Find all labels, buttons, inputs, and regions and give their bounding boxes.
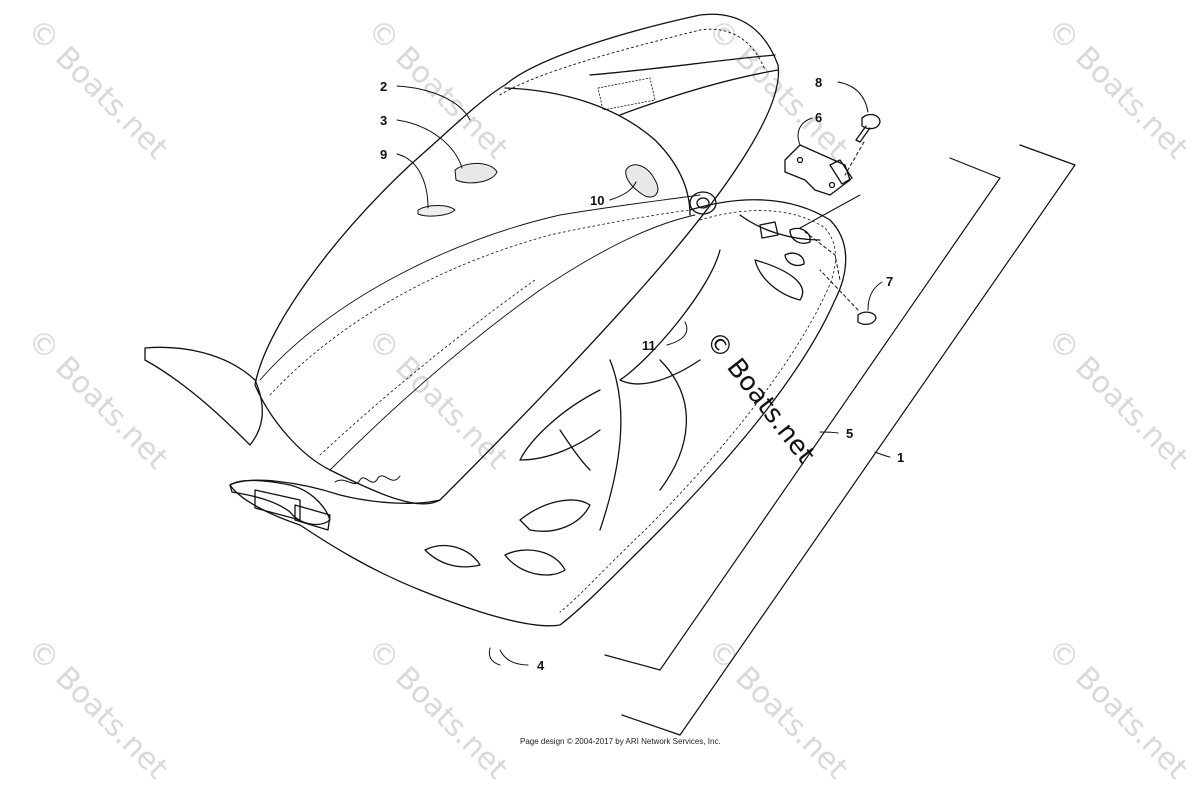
callout-11[interactable]: 11	[642, 338, 656, 353]
seat-base-cutout	[504, 549, 566, 576]
seat-panel-line	[619, 69, 779, 116]
patch-item-9	[417, 205, 456, 217]
seat-panel-line	[259, 194, 701, 381]
pan-hardware	[759, 221, 779, 239]
patch-item-10	[625, 164, 659, 198]
latch-grommet	[689, 191, 717, 215]
pan-hardware	[789, 227, 811, 244]
front-bracket-tab	[294, 504, 331, 531]
bracket-hole	[796, 156, 804, 164]
hinge-bracket-item-6	[829, 159, 853, 185]
seat-base-rim	[559, 210, 836, 613]
latch-grommet-inner	[696, 197, 710, 209]
seat-panel-line	[269, 209, 691, 396]
seat-panel-line	[319, 279, 536, 456]
foam-patch-item-3	[454, 163, 498, 184]
hinge-bracket-item-6	[784, 144, 851, 196]
seat-panel-line	[329, 214, 696, 471]
seat-decal	[597, 77, 656, 111]
seat-assembly-drawing	[144, 13, 1076, 736]
seat-panel-line	[589, 54, 776, 76]
seat-base-contour	[754, 259, 804, 301]
bolt-item-8	[861, 113, 881, 130]
callout-2[interactable]: 2	[380, 79, 388, 94]
assembly-bracket-item-1	[621, 144, 1076, 736]
seat-base-contour	[619, 249, 721, 385]
seat-base-cutout	[424, 545, 481, 568]
callout-5[interactable]: 5	[846, 426, 854, 441]
seat-cushion-outline	[254, 13, 780, 505]
seat-panel-line	[504, 87, 691, 216]
callout-6[interactable]: 6	[815, 110, 823, 125]
pan-hardware	[784, 252, 805, 267]
leader-lines	[396, 81, 891, 666]
seat-base-cutout	[519, 499, 591, 532]
callout-9[interactable]: 9	[380, 147, 388, 162]
bolt-item-8-shank	[855, 125, 871, 143]
callout-8[interactable]: 8	[815, 75, 823, 90]
callout-1[interactable]: 1	[897, 450, 905, 465]
seat-base-contour	[659, 359, 688, 491]
page-footer: Page design © 2004-2017 by ARI Network S…	[520, 737, 721, 746]
seat-logo-script	[334, 475, 401, 485]
seat-base-contour	[559, 429, 591, 471]
assembly-bracket-item-5	[604, 157, 1001, 671]
seat-base-contour	[519, 389, 601, 461]
parts-diagram-stage: © Boats.net © Boats.net © Boats.net © Bo…	[20, 12, 1194, 786]
callout-7[interactable]: 7	[886, 274, 894, 289]
seat-base-contour	[599, 359, 622, 531]
nut-item-7	[857, 311, 877, 325]
seat-base-contour	[739, 214, 821, 241]
callout-3[interactable]: 3	[380, 113, 388, 128]
callout-4[interactable]: 4	[537, 658, 545, 673]
seat-stitch-line	[499, 28, 766, 96]
seat-tail-flap	[144, 346, 263, 446]
front-bracket-tab	[254, 489, 301, 521]
bracket-hole	[828, 181, 836, 189]
callout-10[interactable]: 10	[590, 193, 605, 208]
